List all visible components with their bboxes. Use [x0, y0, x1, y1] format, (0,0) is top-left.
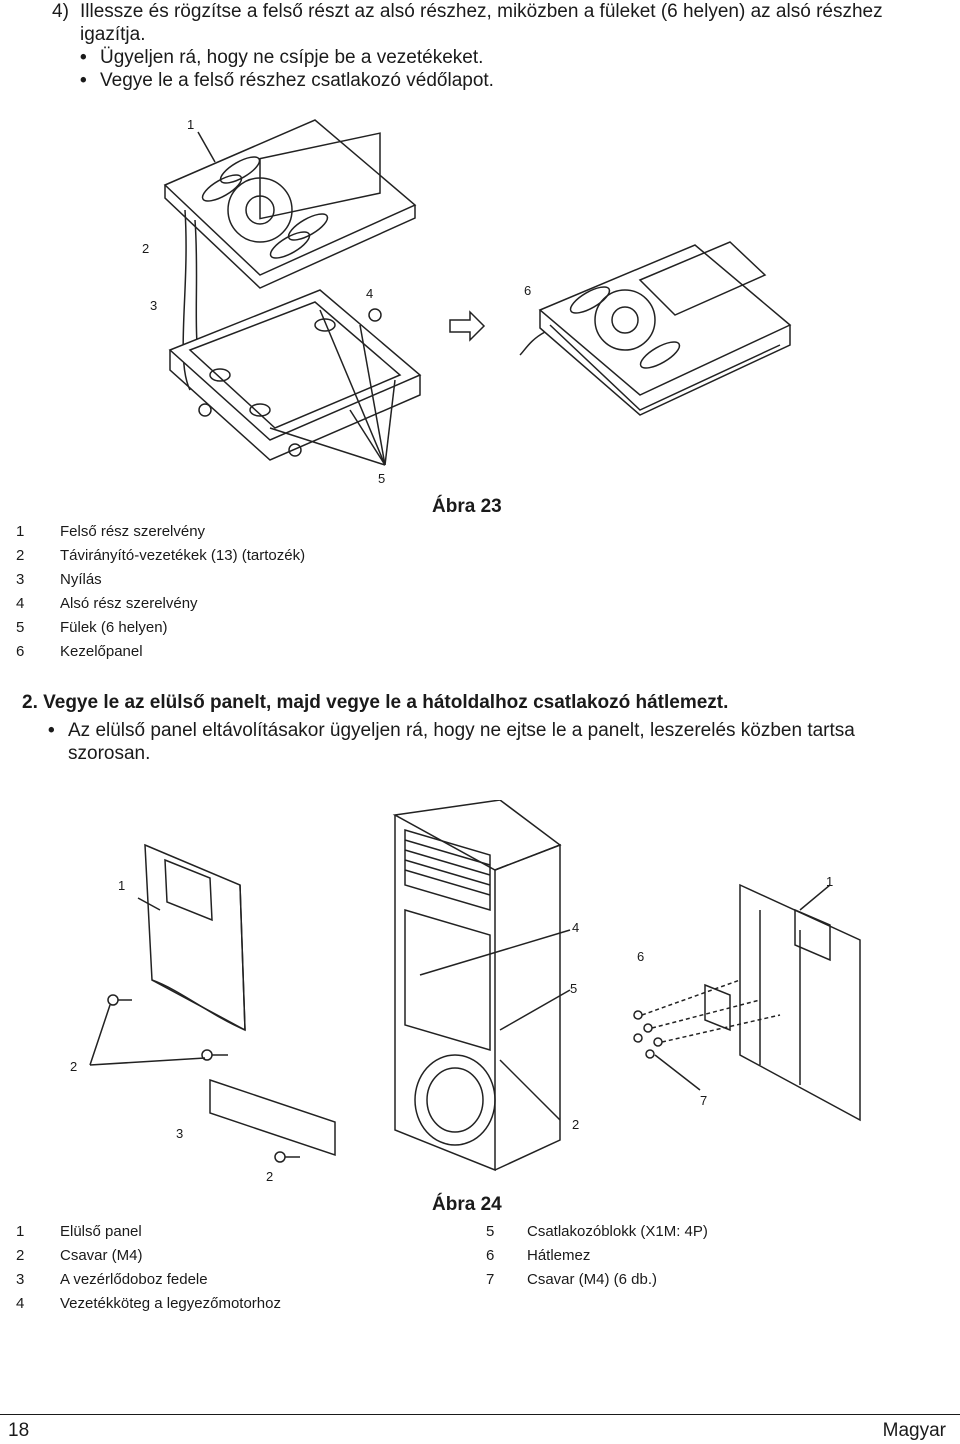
callout-label: 3: [176, 1126, 184, 1141]
callout-label: 4: [366, 286, 374, 301]
callout-label: 2: [70, 1059, 78, 1074]
callout-label: 5: [570, 981, 578, 996]
bullet-dot: •: [80, 70, 87, 91]
step-text: Illessze és rögzítse a felső részt az al…: [80, 1, 883, 45]
bullet-dot: •: [48, 720, 55, 741]
back-plate: [704, 883, 861, 1122]
figure-23-drawing: [163, 119, 792, 466]
callout-label: 2: [572, 1117, 580, 1132]
footer-divider: [0, 1414, 960, 1415]
callout-label: 6: [637, 949, 645, 964]
callout-label: 3: [150, 298, 158, 313]
callout-label: 2: [142, 241, 150, 256]
bullet-item: •Vegye le a felső részhez csatlakozó véd…: [80, 70, 494, 91]
step-2-heading: 2. Vegye le az elülső panelt, majd vegye…: [22, 692, 729, 713]
callout-label: 5: [378, 471, 386, 486]
callout-label: 1: [187, 117, 195, 132]
callout-label: 7: [700, 1093, 708, 1108]
figure-24-caption: Ábra 24: [432, 1194, 502, 1215]
callout-label: 4: [572, 920, 580, 935]
step-2-note: • Az elülső panel eltávolításakor ügyelj…: [48, 720, 855, 764]
figure-24-drawing: [89, 800, 861, 1172]
step-number: 4): [52, 1, 69, 22]
upper-assembly: [163, 119, 417, 289]
callout-label: 6: [524, 283, 532, 298]
assembled-controller: [519, 241, 792, 416]
bullet-item: •Ügyeljen rá, hogy ne csípje be a vezeté…: [80, 47, 484, 68]
lower-assembly: [168, 289, 422, 461]
page-number: 18: [8, 1420, 30, 1441]
callout-label: 2: [266, 1169, 274, 1184]
callout-label: 1: [118, 878, 126, 893]
footer-language: Magyar: [882, 1420, 946, 1441]
figure-23-caption: Ábra 23: [432, 496, 502, 517]
bullet-dot: •: [80, 47, 87, 68]
callout-label: 1: [826, 874, 834, 889]
front-panel: [144, 843, 246, 1032]
unit-body: [392, 800, 562, 1172]
